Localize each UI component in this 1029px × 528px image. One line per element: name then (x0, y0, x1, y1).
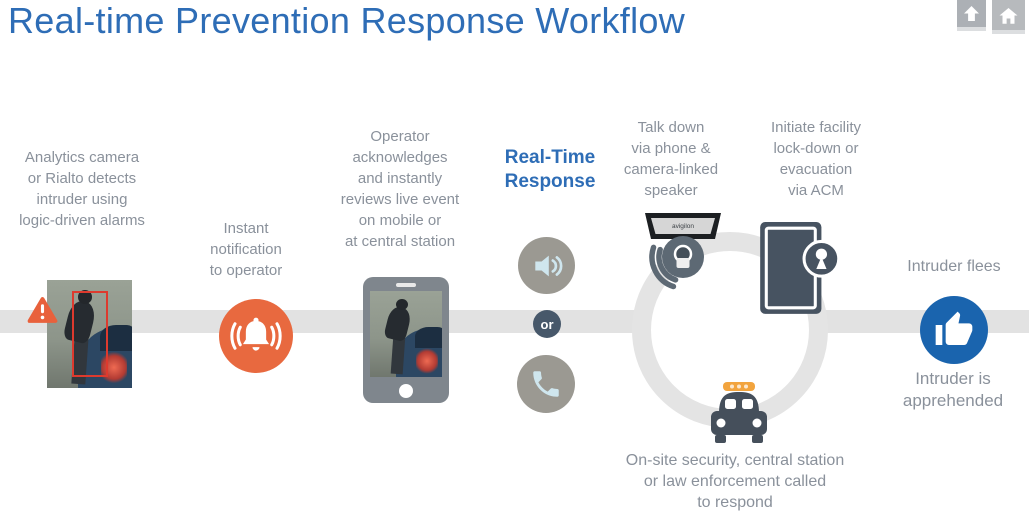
notification-badge (219, 299, 293, 373)
speaker-option-badge (518, 237, 575, 294)
dispatch-label: On-site security, central station or law… (625, 452, 845, 511)
lock-down-label: Initiate facility lock-down or evacuatio… (770, 119, 862, 199)
door-lock-icon (760, 222, 841, 314)
intruder-camera-snapshot (47, 280, 132, 388)
phone-option-badge (517, 355, 575, 413)
intruder-apprehended-label: Intruder is apprehended (902, 369, 1004, 410)
intruder-figure (390, 335, 405, 374)
car-window-shape (414, 327, 442, 348)
notify-step-label: Instant notification to operator (209, 220, 283, 279)
home-icon (999, 7, 1018, 24)
realtime-response-heading: Real-Time Response (504, 147, 596, 192)
talk-down-label: Talk down via phone & camera-linked spea… (623, 119, 719, 199)
phone-home-button (399, 384, 413, 398)
car-taillight (416, 347, 438, 374)
police-car-icon (711, 382, 767, 443)
scroll-up-button[interactable] (957, 0, 986, 27)
loudspeaker-icon (534, 255, 562, 276)
phone-speaker-slot (396, 283, 416, 287)
success-badge (920, 296, 988, 364)
analytics-bounding-box (71, 290, 109, 378)
thumbs-up-icon (935, 311, 973, 345)
or-connector: or (533, 310, 561, 338)
intruder-figure (77, 289, 93, 304)
detect-step-label: Analytics camera or Rialto detects intru… (19, 149, 145, 229)
camera-speaker-icon: avigilon (645, 213, 721, 290)
car-taillight (101, 351, 127, 384)
review-step-label: Operator acknowledges and instantly revi… (340, 128, 460, 250)
timeline-band (0, 310, 1029, 333)
button-shadow (957, 27, 986, 31)
alarm-bell-icon (230, 317, 282, 351)
up-arrow-icon (964, 6, 979, 21)
phone-live-view (370, 291, 442, 377)
alarm-warning-icon (27, 297, 58, 323)
intruder-flees-label: Intruder flees (907, 258, 1001, 275)
page-title: Real-time Prevention Response Workflow (8, 0, 686, 41)
car-window-shape (99, 325, 132, 352)
home-button[interactable] (992, 0, 1025, 30)
camera-brand-label: avigilon (672, 223, 694, 230)
mobile-phone (363, 277, 449, 403)
phone-handset-icon (533, 371, 559, 397)
intruder-figure (395, 298, 409, 310)
button-shadow (992, 30, 1025, 34)
